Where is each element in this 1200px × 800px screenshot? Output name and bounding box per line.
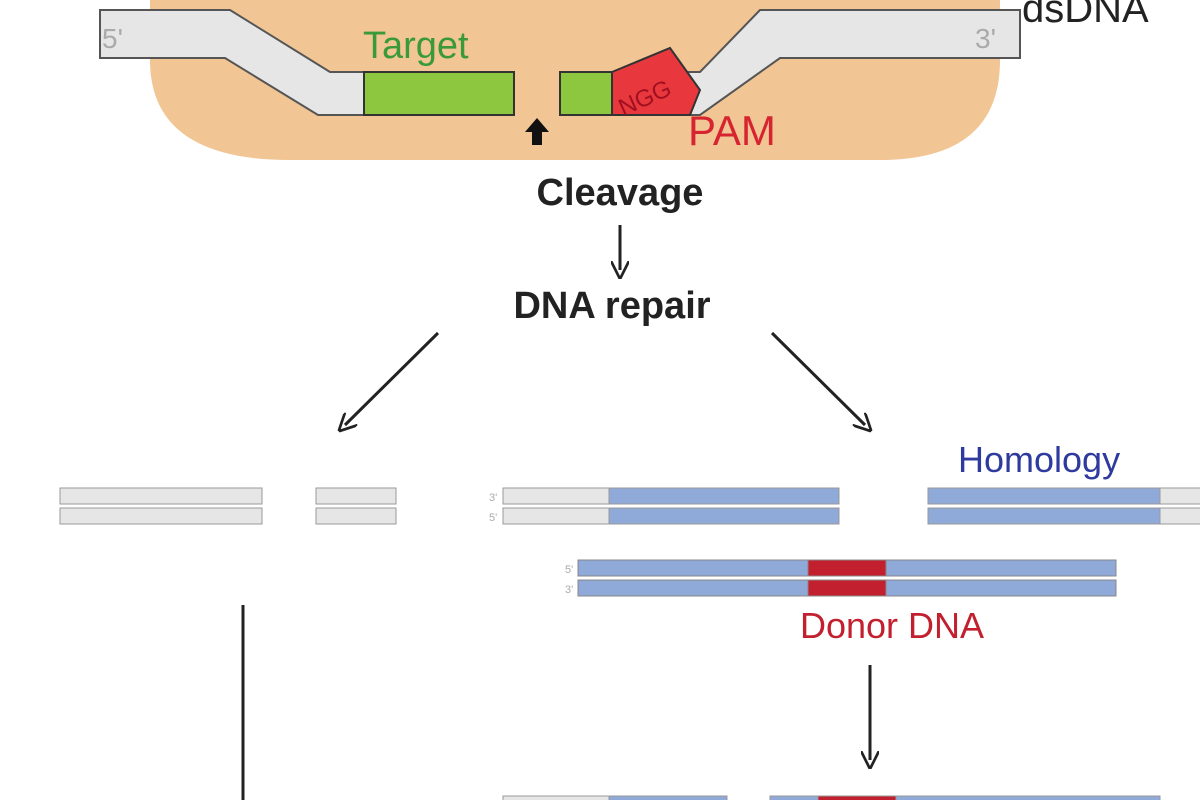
dna-repair-label: DNA repair	[513, 285, 710, 327]
pam-label: PAM	[688, 107, 776, 154]
cleavage-label: Cleavage	[537, 172, 704, 214]
target-label: Target	[363, 25, 469, 67]
pam-block	[611, 46, 702, 116]
arrow-to-nhej	[345, 331, 440, 425]
homology-label: Homology	[958, 439, 1120, 480]
hdr-3prime-small: 3'	[489, 492, 497, 504]
target-segment-right	[559, 71, 613, 116]
donor-3prime-small: 3'	[565, 584, 573, 596]
dsdna-label: dsDNA	[1022, 0, 1149, 31]
arrow-to-hdr	[770, 331, 865, 425]
donor-dna	[577, 559, 1117, 597]
target-segment-left	[363, 71, 515, 116]
cut-site-arrow-icon	[525, 118, 549, 145]
three-prime-label: 3'	[975, 23, 996, 54]
repaired-dna-partial	[502, 795, 1161, 800]
hdr-5prime-small: 5'	[489, 512, 497, 524]
hdr-genomic-dna	[502, 487, 1200, 525]
five-prime-label: 5'	[102, 23, 123, 54]
donor-5prime-small: 5'	[565, 564, 573, 576]
donor-dna-label: Donor DNA	[800, 605, 984, 646]
nhej-broken-dna	[59, 487, 397, 525]
